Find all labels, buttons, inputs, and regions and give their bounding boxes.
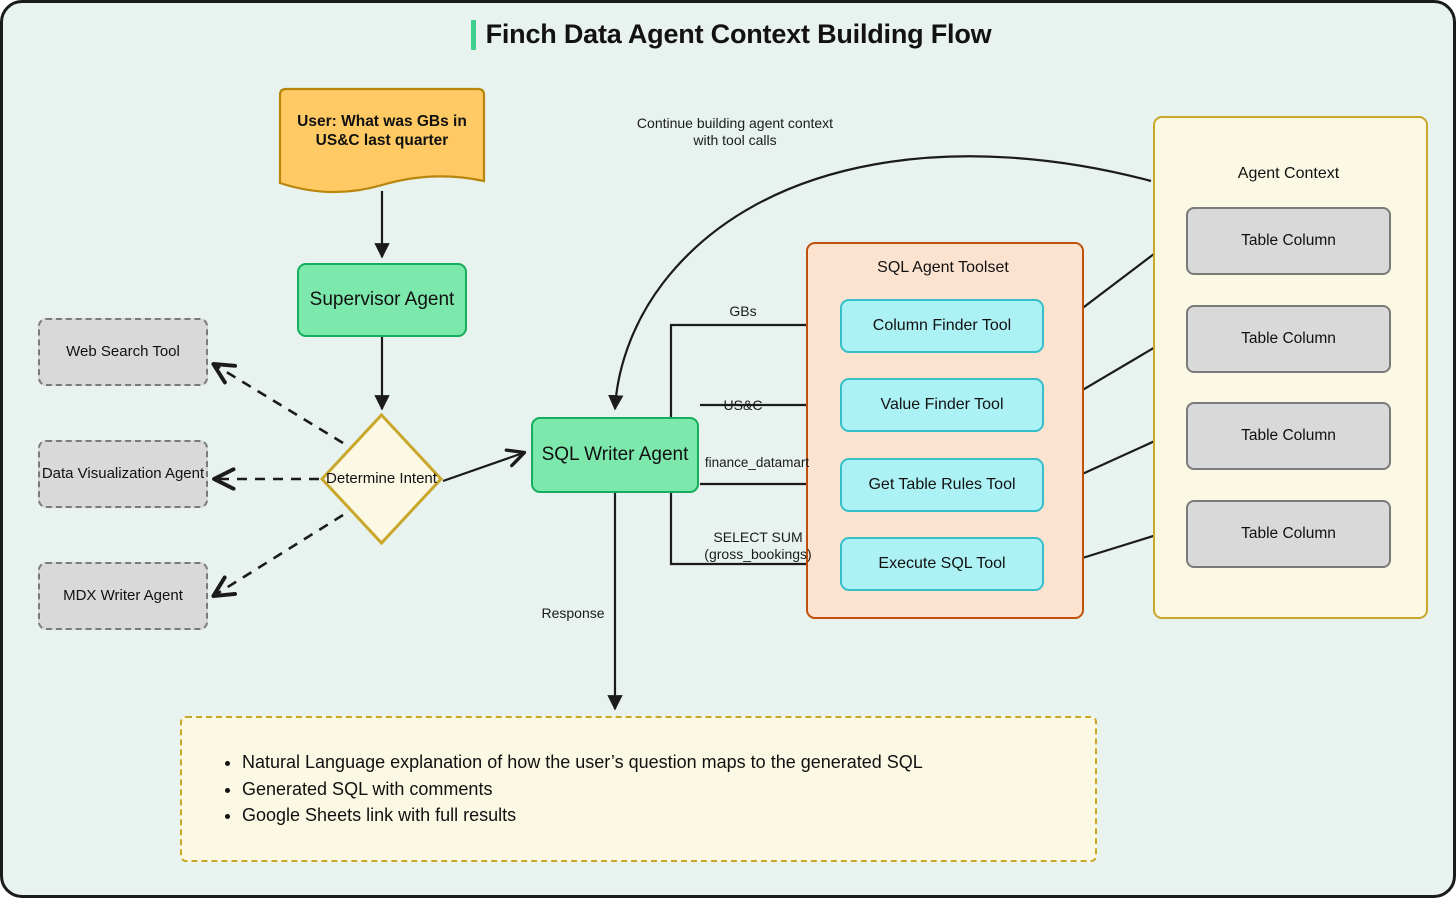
context-item-label: Table Column: [1241, 426, 1336, 444]
supervisor-agent-node[interactable]: Supervisor Agent: [297, 263, 467, 337]
tool-label: Get Table Rules Tool: [868, 476, 1016, 494]
side-agent-data-visualization-agent[interactable]: Data Visualization Agent: [38, 440, 208, 508]
determine-intent-node[interactable]: Determine Intent: [321, 414, 442, 544]
tool-value-finder-tool[interactable]: Value Finder Tool: [840, 378, 1044, 432]
tool-get-table-rules-tool[interactable]: Get Table Rules Tool: [840, 458, 1044, 512]
tool-label: Column Finder Tool: [872, 317, 1012, 335]
edge-label-gbs: GBs: [729, 303, 757, 319]
context-item-label: Table Column: [1241, 329, 1336, 347]
title-accent-bar: [470, 19, 476, 50]
page-title-text: Finch Data Agent Context Building Flow: [485, 19, 992, 49]
tool-column-finder-tool[interactable]: Column Finder Tool: [840, 299, 1044, 353]
output-panel: Natural Language explanation of how the …: [180, 716, 1097, 862]
context-item-label: Table Column: [1241, 231, 1336, 249]
page-title: Finch Data Agent Context Building Flow: [3, 19, 1453, 50]
context-item[interactable]: Table Column: [1186, 207, 1391, 275]
determine-intent-label: Determine Intent: [326, 470, 437, 487]
side-agent-web-search-tool[interactable]: Web Search Tool: [38, 318, 208, 386]
sql-writer-agent-node[interactable]: SQL Writer Agent: [531, 417, 699, 493]
context-item[interactable]: Table Column: [1186, 500, 1391, 568]
side-agent-label: MDX Writer Agent: [63, 586, 183, 604]
agent-context-title: Agent Context: [1237, 165, 1340, 183]
output-bullet: Natural Language explanation of how the …: [242, 750, 923, 775]
tool-label: Execute SQL Tool: [878, 555, 1006, 573]
user-input-node[interactable]: User: What was GBs in US&C last quarter: [278, 87, 486, 191]
sql-agent-toolset-title: SQL Agent Toolset: [877, 259, 1009, 277]
edge-intent-to-sql-writer: [442, 448, 527, 483]
output-bullet: Google Sheets link with full results: [242, 803, 923, 828]
edge-label-select-sum: SELECT SUM (gross_bookings): [704, 529, 812, 562]
context-item[interactable]: Table Column: [1186, 402, 1391, 470]
edge-label-finance-datamart: finance_datamart: [704, 455, 810, 470]
side-agent-label: Data Visualization Agent: [41, 464, 205, 482]
edge-label-continue-building-context: Continue building agent context with too…: [636, 115, 834, 148]
context-item[interactable]: Table Column: [1186, 305, 1391, 373]
edge-label-response: Response: [541, 605, 605, 621]
side-agent-mdx-writer-agent[interactable]: MDX Writer Agent: [38, 562, 208, 630]
tool-label: Value Finder Tool: [880, 396, 1004, 414]
sql-writer-agent-label: SQL Writer Agent: [541, 444, 689, 466]
output-bullet-list: Natural Language explanation of how the …: [182, 748, 923, 830]
output-bullet: Generated SQL with comments: [242, 777, 923, 802]
user-input-label: User: What was GBs in US&C last quarter: [297, 113, 467, 149]
context-item-label: Table Column: [1241, 524, 1336, 542]
side-agent-label: Web Search Tool: [66, 342, 180, 360]
supervisor-agent-label: Supervisor Agent: [309, 289, 455, 311]
tool-execute-sql-tool[interactable]: Execute SQL Tool: [840, 537, 1044, 591]
edge-label-usc: US&C: [723, 397, 763, 413]
